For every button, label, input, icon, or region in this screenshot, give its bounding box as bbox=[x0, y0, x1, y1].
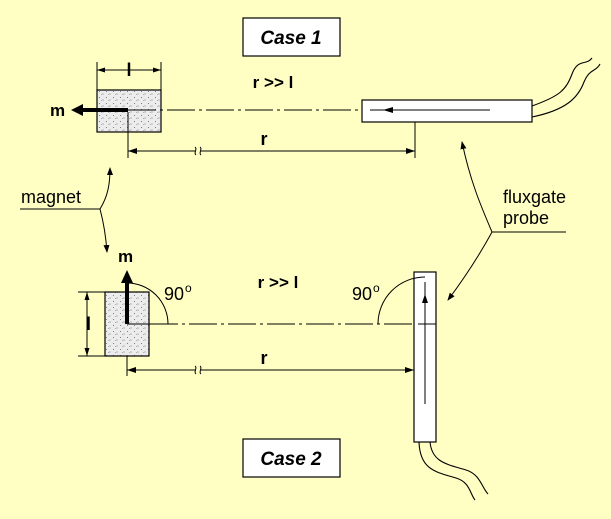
case2-angle-right-value: 90 bbox=[352, 284, 372, 304]
case2-condition: r >> l bbox=[258, 273, 299, 292]
case1-distance-dimension: r bbox=[128, 129, 415, 156]
case2-length-dimension: l bbox=[78, 291, 105, 357]
case2-angle-right-degree: o bbox=[373, 281, 380, 295]
case2-moment-label: m bbox=[118, 247, 133, 266]
probe-callout: fluxgate probe bbox=[447, 141, 566, 301]
case2-title: Case 2 bbox=[260, 449, 322, 470]
case1-moment-arrow: m bbox=[50, 101, 128, 120]
case2-distance-label: r bbox=[260, 348, 267, 368]
case1-probe bbox=[361, 57, 601, 123]
case1-title: Case 1 bbox=[260, 28, 321, 49]
magnet-callout: magnet bbox=[20, 167, 113, 253]
case2-angle-right: 90 o bbox=[352, 276, 426, 325]
case1-length-label: l bbox=[126, 60, 131, 80]
case2-angle-left: 90 o bbox=[126, 281, 192, 325]
case1-title-box: Case 1 bbox=[242, 17, 341, 57]
case2-moment-arrow: m bbox=[118, 247, 133, 324]
case1-distance-label: r bbox=[260, 129, 267, 149]
probe-label-line2: probe bbox=[503, 208, 549, 228]
case2-probe bbox=[413, 271, 489, 501]
case1-moment-label: m bbox=[50, 101, 65, 120]
case2-title-box: Case 2 bbox=[242, 438, 341, 478]
probe-label-line1: fluxgate bbox=[503, 187, 566, 207]
magnet-label: magnet bbox=[21, 187, 81, 207]
case2-distance-dimension: r bbox=[127, 348, 414, 375]
case2-angle-left-value: 90 bbox=[164, 284, 184, 304]
case2-angle-left-degree: o bbox=[185, 281, 192, 295]
case2-length-label: l bbox=[86, 314, 91, 334]
case1-length-dimension: l bbox=[96, 60, 162, 90]
case1-condition: r >> l bbox=[253, 73, 294, 92]
